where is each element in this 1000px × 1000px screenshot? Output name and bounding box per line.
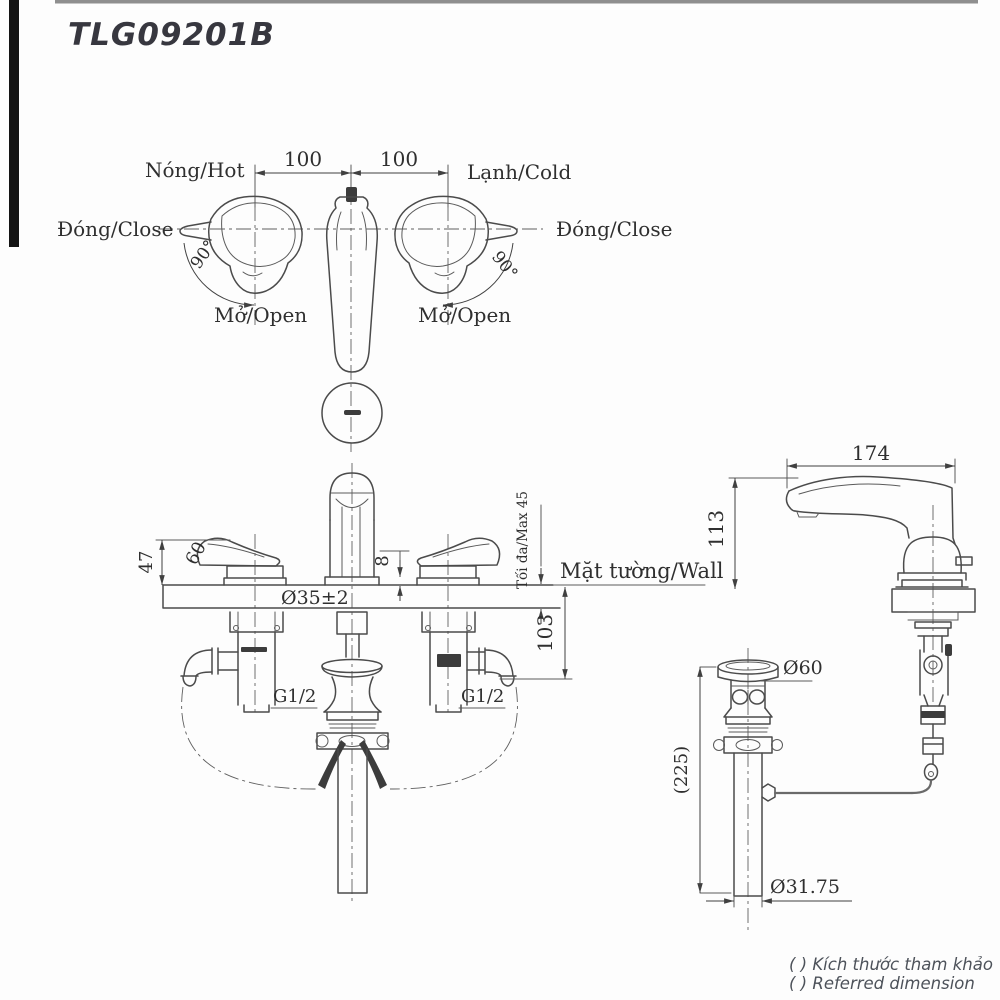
spout-side bbox=[785, 475, 973, 588]
underdeck-side bbox=[910, 621, 952, 795]
open-left-label: Mở/Open bbox=[214, 303, 307, 327]
hot-handle-top bbox=[179, 195, 303, 294]
dim-body-length: (225) bbox=[671, 746, 692, 794]
spout-front bbox=[324, 472, 380, 586]
footnote-line1: ( ) Kích thước tham khảo bbox=[789, 955, 993, 974]
open-right-label: Mở/Open bbox=[418, 303, 511, 327]
dim-below-deck: 103 bbox=[533, 614, 557, 652]
rod-path-right bbox=[389, 686, 518, 790]
thread-right-label: G1/2 bbox=[461, 686, 504, 707]
product-code: TLG09201B bbox=[68, 17, 275, 53]
rod-path-left bbox=[181, 686, 317, 790]
dim-pitch-left: 100 bbox=[284, 147, 322, 171]
front-dimensions: 47 60 Ø35±2 8 Tối đa/Max 45 Mặt tường/Wa… bbox=[136, 491, 724, 709]
page-left-bar bbox=[9, 0, 19, 247]
dim-handle-height: 47 bbox=[136, 551, 157, 574]
cold-label: Lạnh/Cold bbox=[467, 160, 571, 184]
cold-handle-front bbox=[416, 537, 501, 586]
dim-spout-height: 113 bbox=[704, 510, 728, 548]
side-dimensions: 174 113 bbox=[704, 441, 956, 589]
cold-valve-underdeck bbox=[421, 611, 517, 713]
close-left-label: Đóng/Close bbox=[57, 217, 173, 241]
footnote-line2: ( ) Referred dimension bbox=[789, 974, 975, 993]
hot-valve-underdeck bbox=[180, 611, 284, 713]
drain-assembly: Ø60 (225) Ø31.75 bbox=[671, 648, 914, 933]
drain-body bbox=[713, 679, 914, 897]
close-right-label: Đóng/Close bbox=[556, 217, 672, 241]
drain-dimensions: Ø60 (225) Ø31.75 bbox=[671, 657, 852, 908]
front-view: 47 60 Ø35±2 8 Tối đa/Max 45 Mặt tường/Wa… bbox=[136, 463, 724, 905]
spout-top bbox=[321, 187, 383, 444]
dim-max-thickness: Tối đa/Max 45 bbox=[515, 491, 531, 589]
dim-tail-diameter: Ø31.75 bbox=[770, 876, 840, 898]
side-view: 174 113 bbox=[704, 441, 976, 795]
footnote: ( ) Kích thước tham khảo ( ) Referred di… bbox=[789, 955, 993, 993]
angle-right-label: 90° bbox=[487, 247, 521, 283]
cold-handle-top bbox=[394, 195, 518, 294]
dim-flange-diameter: Ø60 bbox=[783, 657, 823, 679]
popup-drain-front bbox=[315, 611, 390, 894]
dim-base-height: 8 bbox=[372, 555, 393, 566]
counter-side bbox=[891, 588, 976, 621]
wall-label: Mặt tường/Wall bbox=[560, 559, 724, 583]
hot-handle-front bbox=[196, 537, 287, 586]
dim-hole-diameter: Ø35±2 bbox=[281, 587, 349, 609]
top-view: 100 100 90° bbox=[57, 147, 672, 452]
dim-handle-length: 60 bbox=[181, 538, 210, 568]
page-top-rule bbox=[55, 0, 978, 4]
counter-deck bbox=[162, 584, 561, 609]
drain-flange bbox=[717, 659, 779, 683]
dim-spout-reach: 174 bbox=[852, 441, 890, 465]
pitch-dimension: 100 100 bbox=[254, 147, 449, 208]
thread-left-label: G1/2 bbox=[273, 686, 316, 707]
hot-label: Nóng/Hot bbox=[145, 158, 244, 182]
dim-pitch-right: 100 bbox=[380, 147, 418, 171]
